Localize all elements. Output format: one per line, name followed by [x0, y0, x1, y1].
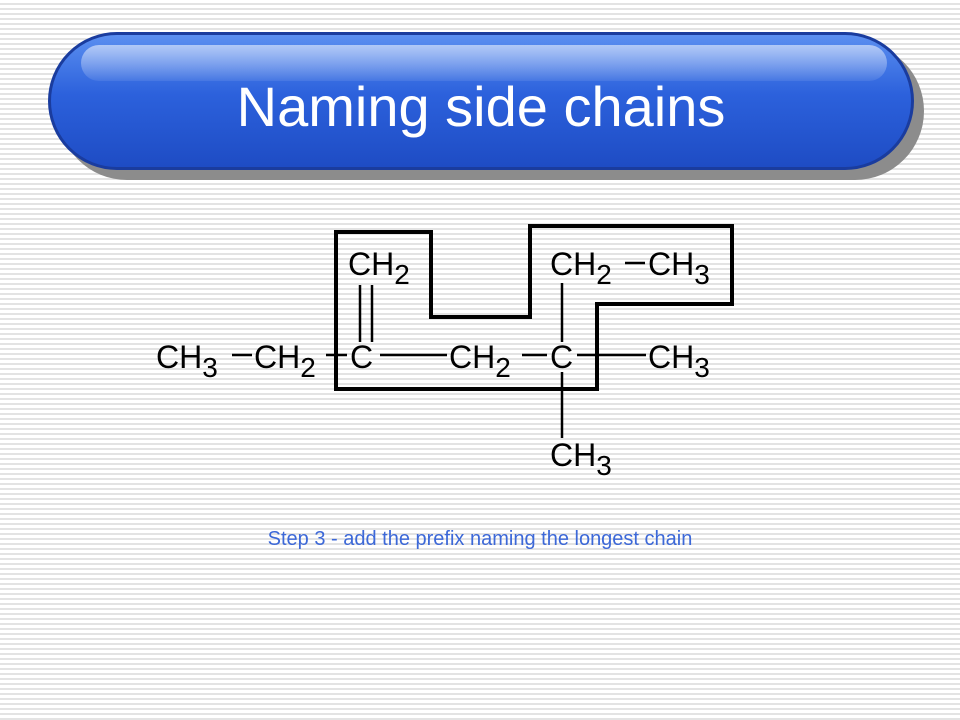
- atom-label: CH3: [648, 339, 710, 383]
- atom-label: CH2: [550, 246, 612, 290]
- atom-label: CH3: [648, 246, 710, 290]
- step-caption: Step 3 - add the prefix naming the longe…: [267, 528, 693, 550]
- atom-label: C: [350, 339, 373, 375]
- longest-chain-outline: [334, 224, 734, 391]
- atom-label: CH3: [156, 339, 218, 383]
- atom-label: C: [550, 339, 573, 375]
- atom-label: CH3: [550, 437, 612, 481]
- title-bar-gloss: [81, 45, 887, 81]
- atom-label: CH2: [449, 339, 511, 383]
- slide-title: Naming side chains: [236, 75, 726, 138]
- atom-label: CH2: [348, 246, 410, 290]
- title-bar: Naming side chains: [48, 32, 914, 170]
- atom-label: CH2: [254, 339, 316, 383]
